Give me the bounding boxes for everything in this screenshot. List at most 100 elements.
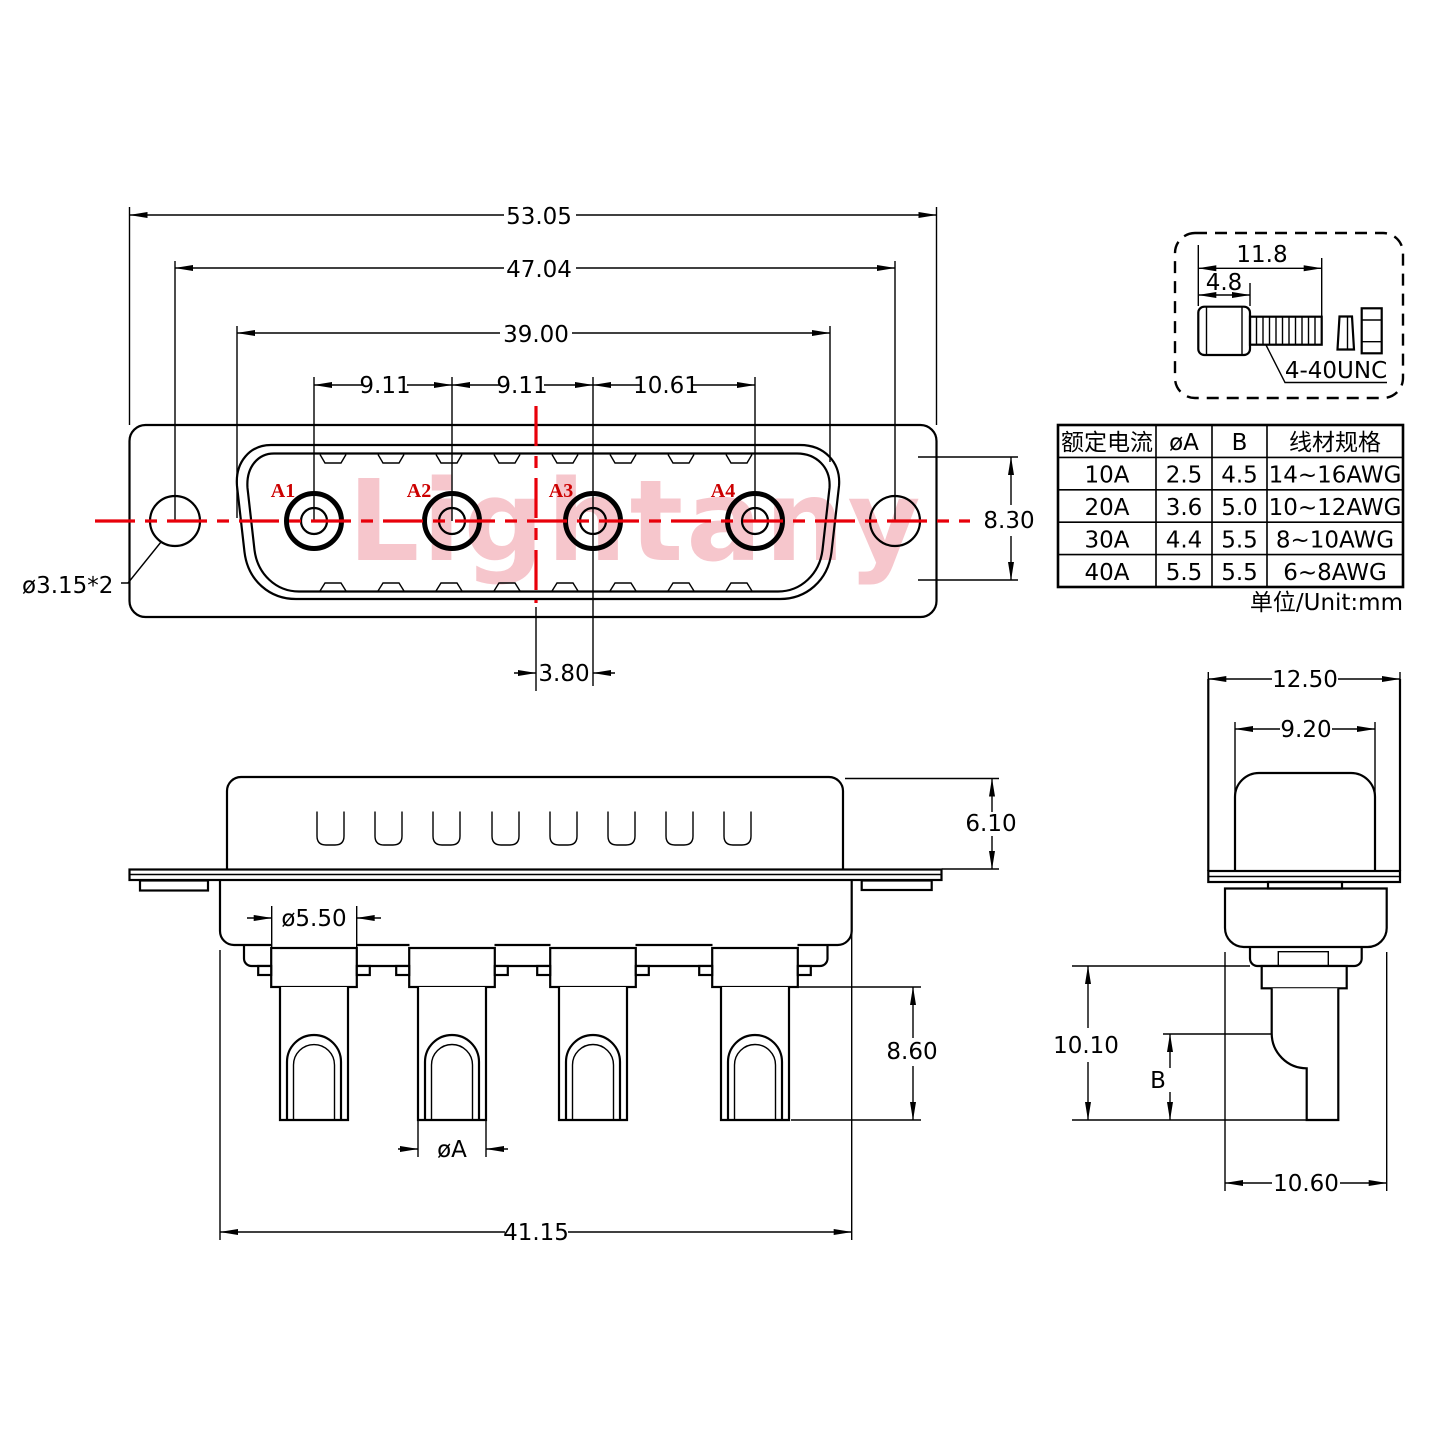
svg-text:øA: øA	[437, 1137, 467, 1163]
housing-side	[218, 880, 853, 947]
collar-profile	[1260, 964, 1348, 990]
svg-text:B: B	[1150, 1068, 1166, 1094]
pin-label-a4: A4	[711, 480, 735, 502]
dshell-profile	[1233, 771, 1377, 871]
cone-part	[1336, 315, 1356, 351]
svg-text:8.60: 8.60	[886, 1039, 937, 1065]
spec-table: 额定电流 øA B 线材规格 10A 2.5 4.5 14~16AWG 20A …	[1056, 423, 1405, 616]
table-border	[1056, 423, 1405, 589]
table-header-current: 额定电流	[1061, 430, 1153, 456]
table-row-30a: 30A 4.4 5.5 8~10AWG	[1084, 527, 1394, 553]
svg-text:9.20: 9.20	[1280, 717, 1331, 743]
side-view: ø5.50 6.10 8.60 øA 41.15	[128, 775, 1017, 1246]
step-left	[138, 879, 210, 892]
solder-pin-1	[257, 941, 371, 1122]
svg-text:11.8: 11.8	[1236, 242, 1287, 268]
svg-text:10A: 10A	[1084, 463, 1129, 489]
svg-text:5.5: 5.5	[1166, 560, 1203, 586]
pin-profile	[1270, 988, 1340, 1122]
table-row-40a: 40A 5.5 5.5 6~8AWG	[1084, 560, 1386, 586]
dim-39-00: 39.00	[236, 322, 831, 518]
svg-text:41.15: 41.15	[503, 1220, 569, 1246]
serration-ticks	[319, 454, 753, 592]
svg-text:3.6: 3.6	[1166, 495, 1203, 521]
svg-text:40A: 40A	[1084, 560, 1129, 586]
svg-text:9.11: 9.11	[359, 373, 410, 399]
shell-side	[225, 775, 845, 869]
dim-8-60: 8.60	[791, 986, 938, 1121]
svg-text:5.0: 5.0	[1221, 495, 1258, 521]
svg-text:4.4: 4.4	[1166, 527, 1203, 553]
table-row-20a: 20A 3.6 5.0 10~12AWG	[1084, 495, 1401, 521]
svg-text:30A: 30A	[1084, 527, 1129, 553]
svg-text:4.5: 4.5	[1221, 463, 1258, 489]
front-view: Lightany A1 A2 A3 A4 53.05	[22, 204, 1035, 691]
thread-hatch	[1255, 316, 1316, 345]
profile-view: 12.50 9.20 10.10 B 10.60	[1053, 667, 1402, 1197]
thread-callout: 4-40UNC	[1265, 344, 1387, 384]
dshell-inner	[246, 452, 831, 593]
pin-label-a2: A2	[407, 480, 431, 502]
svg-text:20A: 20A	[1084, 495, 1129, 521]
svg-text:14~16AWG: 14~16AWG	[1269, 463, 1402, 489]
svg-text:2.5: 2.5	[1166, 463, 1203, 489]
dim-53-05: 53.05	[128, 204, 938, 425]
dim-11-8: 11.8	[1197, 242, 1323, 316]
svg-text:8.30: 8.30	[983, 508, 1034, 534]
screw-washer-parts	[1336, 307, 1383, 355]
body-profile	[1207, 679, 1402, 871]
dim-4-8: 4.8	[1197, 270, 1251, 306]
svg-text:39.00: 39.00	[503, 322, 569, 348]
detail-border	[1173, 231, 1405, 400]
dim-dia-a: øA	[398, 1120, 508, 1163]
dim-pin-pitch: 9.11 9.11 10.61	[313, 373, 756, 686]
table-header-wire: 线材规格	[1289, 430, 1381, 456]
svg-text:10.60: 10.60	[1273, 1171, 1339, 1197]
solder-pin-4	[698, 941, 812, 1122]
step-right	[860, 879, 933, 892]
dim-3-80: 3.80	[514, 607, 615, 691]
dim-10-10: 10.10	[1053, 965, 1307, 1121]
screw-detail: 11.8 4.8 4-40UNC	[1173, 231, 1405, 400]
insulator-profile	[1248, 947, 1363, 968]
table-row-10a: 10A 2.5 4.5 14~16AWG	[1084, 463, 1401, 489]
table-header-dia-a: øA	[1169, 430, 1199, 456]
svg-text:47.04: 47.04	[506, 257, 572, 283]
dim-12-50: 12.50	[1207, 667, 1401, 693]
pin-label-a1: A1	[271, 480, 295, 502]
svg-text:6.10: 6.10	[965, 811, 1016, 837]
screw-head-chamfer	[1205, 307, 1243, 355]
insulator-side	[242, 945, 829, 968]
pin-label-a3: A3	[549, 480, 573, 502]
svg-text:5.5: 5.5	[1221, 560, 1258, 586]
unit-note: 单位/Unit:mm	[1250, 590, 1403, 616]
dim-8-30: 8.30	[918, 456, 1035, 581]
dim-6-10: 6.10	[845, 777, 1017, 870]
dim-41-15: 41.15	[219, 884, 853, 1246]
insulator-recess	[1277, 951, 1329, 966]
table-header-b: B	[1232, 430, 1248, 456]
svg-text:12.50: 12.50	[1272, 667, 1338, 693]
svg-text:3.80: 3.80	[538, 661, 589, 687]
svg-text:4-40UNC: 4-40UNC	[1285, 358, 1387, 384]
svg-text:10.10: 10.10	[1053, 1033, 1119, 1059]
svg-text:6~8AWG: 6~8AWG	[1283, 560, 1387, 586]
dim-47-04: 47.04	[174, 257, 896, 521]
shell-slots	[316, 811, 752, 846]
dim-9-20: 9.20	[1234, 717, 1376, 797]
svg-text:ø5.50: ø5.50	[281, 906, 346, 932]
dim-10-60: 10.60	[1224, 952, 1388, 1197]
housing-profile	[1223, 887, 1388, 949]
dim-5-50: ø5.50	[247, 906, 381, 948]
svg-text:53.05: 53.05	[506, 204, 572, 230]
cylinder-part	[1360, 307, 1383, 355]
svg-text:9.11: 9.11	[496, 373, 547, 399]
svg-text:5.5: 5.5	[1221, 527, 1258, 553]
svg-text:ø3.15*2: ø3.15*2	[22, 573, 113, 599]
dim-b: B	[1150, 1033, 1272, 1121]
svg-text:8~10AWG: 8~10AWG	[1276, 527, 1394, 553]
svg-text:4.8: 4.8	[1206, 270, 1243, 296]
solder-pin-3	[536, 941, 650, 1122]
svg-text:10~12AWG: 10~12AWG	[1269, 495, 1402, 521]
